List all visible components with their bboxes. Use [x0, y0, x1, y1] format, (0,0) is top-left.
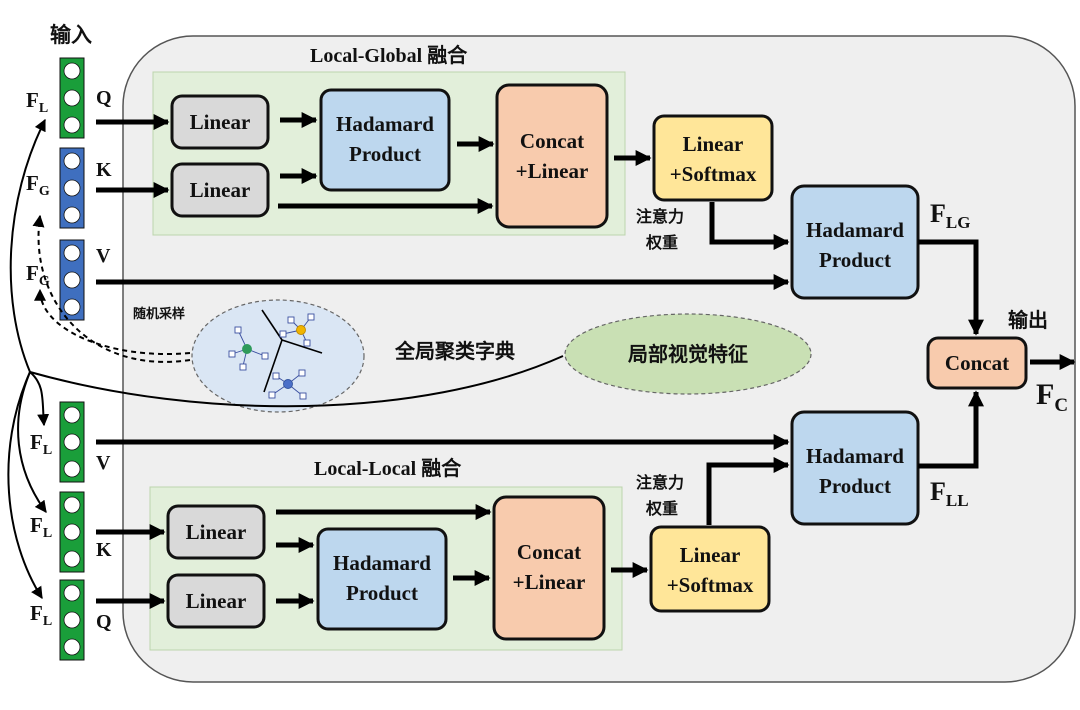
letter-global-k: K [96, 159, 112, 181]
letter-global-v: V [96, 245, 111, 267]
local-hadamard-box [316, 527, 448, 631]
local-output-hadamard-line2: Product [819, 474, 891, 498]
sampling-label: 随机采样 [133, 306, 185, 322]
feature-label-global-q: FL [26, 88, 48, 116]
local-output-hadamard-line1: Hadamard [806, 444, 904, 468]
global-branch-title: Local-Global 融合 [310, 43, 468, 67]
letter-global-q: Q [96, 87, 112, 109]
letter-local-q: Q [96, 611, 112, 633]
feature-label-local-v: FL [30, 430, 52, 458]
input-title: 输入 [50, 23, 92, 47]
local-softmax-line1: Linear [680, 543, 741, 567]
feature-stack-global-q [59, 57, 85, 139]
local-hadamard-line1: Hadamard [333, 551, 431, 575]
global-linear-k-box [170, 162, 270, 218]
global-concat-line1: Concat [520, 129, 584, 153]
local-arrows [96, 353, 1076, 610]
global-linear-q-box [170, 94, 270, 150]
global-output-hadamard-line1: Hadamard [806, 218, 904, 242]
local-concat-box [492, 495, 606, 641]
local-softmax-box [649, 525, 771, 613]
local-visual-label: 局部视觉特征 [627, 342, 748, 366]
local-linear-q-label: Linear [186, 589, 247, 613]
global-softmax-box [652, 114, 774, 202]
local-weight-line2: 权重 [645, 499, 678, 518]
global-cluster-dictionary [191, 299, 365, 413]
letter-local-k: K [96, 539, 112, 561]
global-linear-k-label: Linear [190, 178, 251, 202]
local-visual-feature [564, 313, 812, 395]
cluster-nodes [228, 313, 315, 400]
local-output-hadamard-box [790, 410, 920, 526]
global-hadamard-box [319, 88, 451, 192]
feature-stack-global-v [59, 239, 85, 321]
local-concat-line1: Concat [517, 540, 581, 564]
output-title: 输出 [1008, 308, 1048, 332]
local-linear-k-box [166, 504, 266, 560]
local-branch-title: Local-Local 融合 [314, 456, 462, 480]
local-hadamard-line2: Product [346, 581, 418, 605]
final-concat-box [926, 336, 1028, 390]
feature-label-local-k: FL [30, 513, 52, 541]
global-softmax-line1: Linear [683, 132, 744, 156]
global-softmax-line2: +Softmax [670, 162, 757, 186]
global-output-label: FLG [930, 199, 970, 232]
local-weight-line1: 注意力 [636, 473, 684, 492]
global-concat-box [495, 83, 609, 229]
letter-local-v: V [96, 452, 111, 474]
feature-stack-local-k [59, 491, 85, 573]
local-concat-line2: +Linear [513, 570, 586, 594]
local-output-label: FLL [930, 477, 969, 510]
global-weight-line2: 权重 [645, 233, 678, 252]
sampling-arrows [32, 214, 191, 363]
feature-label-local-q: FL [30, 601, 52, 629]
cluster-graph-icon [261, 309, 323, 393]
dictionary-label: 全局聚类字典 [394, 339, 515, 363]
feature-stack-local-q [59, 579, 85, 661]
global-hadamard-line1: Hadamard [336, 112, 434, 136]
global-output-hadamard-line2: Product [819, 248, 891, 272]
global-linear-q-label: Linear [190, 110, 251, 134]
feature-label-global-v: FG [26, 261, 50, 289]
global-concat-line2: +Linear [516, 159, 589, 183]
global-output-hadamard-box [790, 184, 920, 300]
local-softmax-line2: +Softmax [667, 573, 754, 597]
feature-label-global-k: FG [26, 171, 50, 199]
final-output-label: FC [1036, 378, 1068, 416]
feature-stack-local-v [59, 401, 85, 483]
global-arrows [96, 111, 985, 336]
feature-stack-global-k [59, 147, 85, 229]
local-linear-k-label: Linear [186, 520, 247, 544]
global-hadamard-line2: Product [349, 142, 421, 166]
final-concat-label: Concat [945, 351, 1009, 375]
local-linear-q-box [166, 573, 266, 629]
local-feature-arrows [7, 118, 564, 600]
global-weight-line1: 注意力 [636, 207, 684, 226]
